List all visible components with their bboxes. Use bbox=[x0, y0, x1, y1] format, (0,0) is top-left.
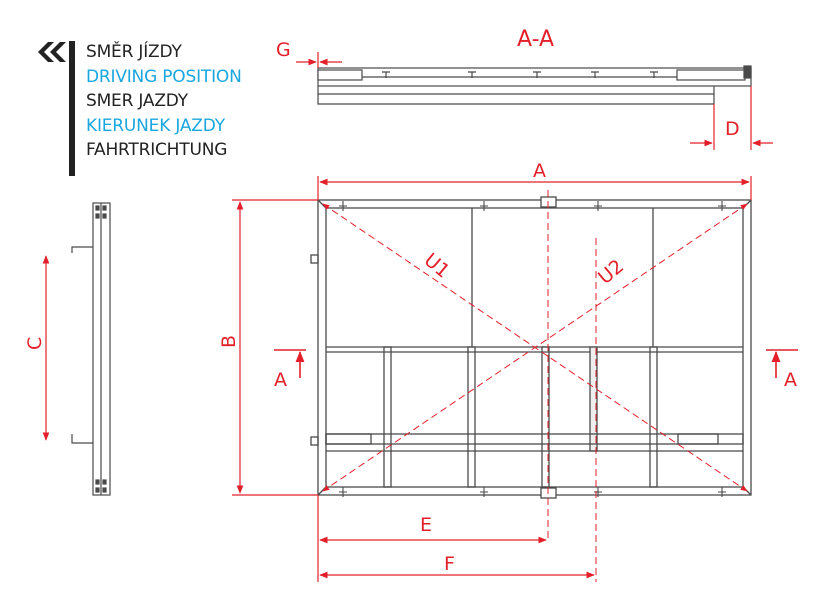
label-f: F bbox=[444, 553, 455, 575]
section-a-a bbox=[317, 65, 752, 105]
section-dim-g bbox=[296, 52, 342, 68]
legend-item-cz: SMĚR JÍZDY bbox=[86, 42, 182, 62]
frame bbox=[310, 196, 752, 499]
direction-legend: SMĚR JÍZDY DRIVING POSITION SMER JAZDY K… bbox=[86, 40, 242, 163]
cut-label-left: A bbox=[274, 369, 287, 391]
label-g: G bbox=[276, 39, 291, 61]
diagonals bbox=[322, 190, 748, 582]
dim-e bbox=[317, 495, 547, 582]
label-a: A bbox=[533, 160, 546, 182]
legend-item-en: DRIVING POSITION bbox=[86, 66, 242, 87]
section-bolts bbox=[382, 71, 658, 78]
legend-item-pl: KIERUNEK JAZDY bbox=[86, 115, 225, 136]
label-e: E bbox=[420, 514, 432, 536]
label-u2: U2 bbox=[594, 255, 628, 289]
section-dim-d bbox=[690, 86, 773, 150]
cut-marker-right bbox=[766, 349, 798, 378]
legend-item-sk: SMER JAZDY bbox=[86, 91, 188, 111]
label-d: D bbox=[725, 118, 740, 140]
cut-label-right: A bbox=[784, 369, 797, 391]
chevron-left-icon bbox=[50, 42, 66, 62]
cut-marker-left bbox=[274, 349, 306, 378]
label-u1: U1 bbox=[420, 249, 454, 283]
side-view bbox=[71, 202, 111, 496]
label-c: C bbox=[24, 337, 46, 350]
section-title: A-A bbox=[517, 27, 554, 52]
legend-item-de: FAHRTRICHTUNG bbox=[86, 140, 228, 160]
direction-indicator bbox=[38, 41, 75, 176]
dim-a bbox=[317, 176, 752, 200]
chevron-left-icon bbox=[38, 42, 54, 62]
label-b: B bbox=[218, 335, 240, 348]
dim-b bbox=[232, 199, 318, 496]
